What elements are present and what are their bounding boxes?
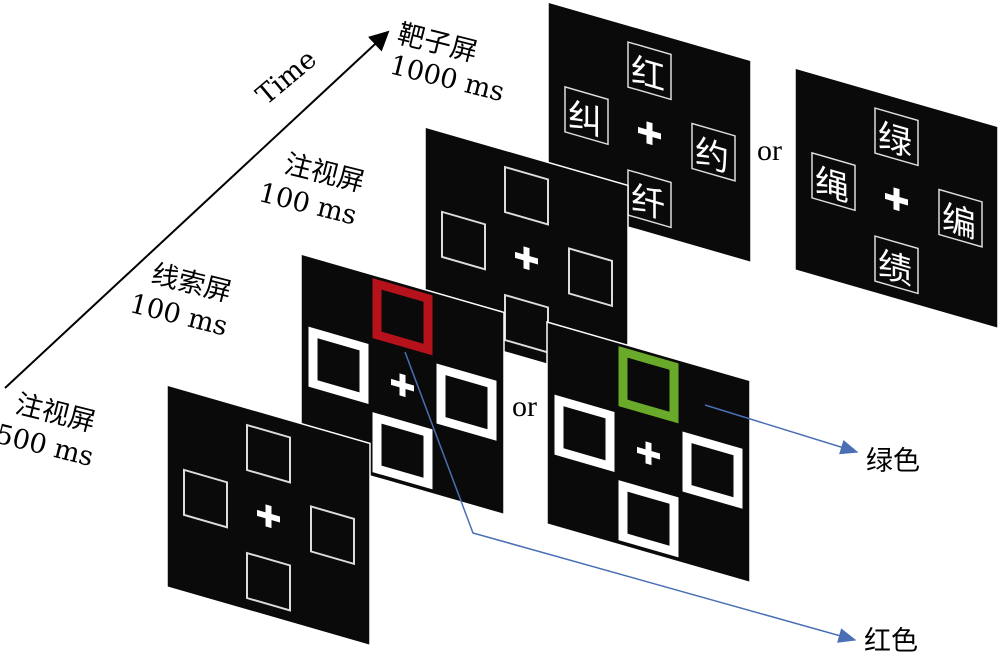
time-label: Time [251, 44, 323, 112]
or-label-target: or [757, 134, 782, 167]
green-annotation-arrow [704, 404, 859, 455]
target-char-top: 红 [631, 51, 665, 100]
target-panel-green: 绿 绳 编 绩 [794, 67, 999, 330]
fixation1-panel [166, 384, 371, 647]
target-char-right: 编 [942, 198, 976, 247]
target-char-bottom: 纤 [631, 179, 665, 228]
green-annotation-label: 绿色 [866, 446, 920, 477]
time-axis-arrow [4, 30, 390, 389]
target-char-left: 绳 [815, 161, 849, 210]
red-annotation-label: 红色 [864, 626, 918, 657]
target-char-top: 绿 [878, 117, 912, 166]
green-cue-box [618, 346, 679, 424]
red-cue-box [372, 278, 433, 356]
or-label-cue: or [512, 390, 537, 423]
target-char-right: 约 [695, 132, 729, 181]
target-char-left: 纠 [568, 95, 602, 144]
target-char-bottom: 绩 [878, 245, 912, 294]
cue-panel-green [546, 321, 751, 584]
red-annotation-arrow [404, 351, 857, 643]
